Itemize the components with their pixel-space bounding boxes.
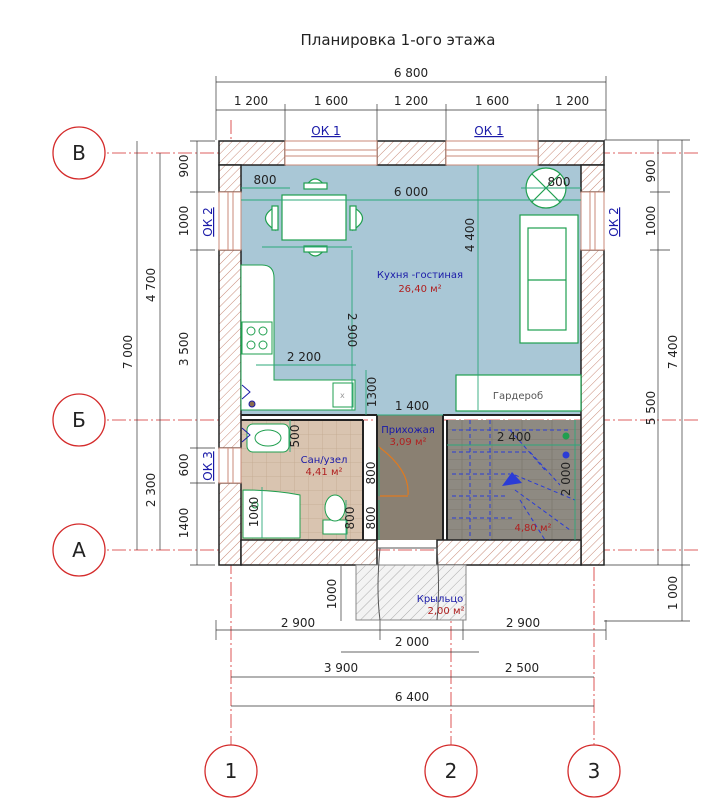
dim-bottom-2500: 2 500 [505, 661, 539, 675]
dim-bottom-total: 6 400 [395, 690, 429, 704]
boiler-icons [241, 384, 256, 443]
dim-int-1400: 1 400 [395, 399, 429, 413]
dim-int-800-top: 800 [254, 173, 277, 187]
dim-right-1000: 1000 [644, 206, 658, 237]
dim-bottom-2000: 2 000 [395, 635, 429, 649]
dimension-lines [136, 76, 690, 707]
dim-bottom-2900-right: 2 900 [506, 616, 540, 630]
dim-right-outer: 7 400 [666, 335, 680, 369]
dim-int-2900: 2 900 [345, 313, 359, 347]
dim-right-5500: 5 500 [644, 391, 658, 425]
interior-dimension-lines [241, 165, 581, 540]
stair-arrow [502, 472, 522, 486]
svg-text:2: 2 [445, 759, 458, 783]
dim-int-1000-bath: 1000 [247, 497, 261, 528]
wardrobe: Гардероб [455, 374, 582, 412]
stair-marker-green [562, 432, 570, 440]
porch [355, 564, 467, 621]
svg-text:Гардероб: Гардероб [493, 391, 543, 402]
svg-text:А: А [72, 538, 86, 562]
dim-top-seg-4: 1 600 [475, 94, 509, 108]
dim-top-seg-1: 1 200 [234, 94, 268, 108]
kitchen-counter [240, 264, 356, 411]
axis-bubble-B: Б [52, 393, 106, 447]
toilet-icon [322, 494, 348, 535]
sofa-icon [519, 214, 579, 344]
dim-int-800-hall1: 800 [364, 462, 378, 485]
axis-bubble-V: В [52, 126, 106, 180]
axis-bubble-3: 3 [567, 744, 621, 798]
plan-title: Планировка 1-ого этажа [301, 31, 496, 49]
door-swing [378, 446, 409, 497]
dining-table [264, 178, 364, 257]
room-name-kitchen: Кухня -гостиная [377, 270, 463, 281]
window-label-ok1-right: ОК 1 [474, 124, 503, 138]
svg-text:В: В [72, 141, 86, 165]
dim-bottom-3900: 3 900 [324, 661, 358, 675]
svg-text:Б: Б [72, 408, 86, 432]
window-label-ok2-right: ОК 2 [607, 207, 621, 236]
dim-int-800-hall2: 800 [364, 507, 378, 530]
dim-porch-left: 1000 [325, 579, 339, 610]
dim-top-seg-3: 1 200 [394, 94, 428, 108]
dim-right-porch: 1 000 [666, 576, 680, 610]
dim-int-2000: 2 000 [559, 462, 573, 496]
window-label-ok3: ОК 3 [201, 451, 215, 480]
room-name-hallway: Прихожая [381, 425, 435, 436]
dim-int-2400: 2 400 [497, 430, 531, 444]
svg-text:x: x [340, 391, 345, 400]
room-area-porch: 2,00 м² [428, 606, 465, 617]
dim-int-500: 500 [288, 425, 302, 448]
dim-top-seg-2: 1 600 [314, 94, 348, 108]
dim-left-600: 600 [177, 454, 191, 477]
interior-partitions [241, 414, 581, 540]
dim-int-800-bath: 800 [343, 507, 357, 530]
room-name-porch: Крыльцо [417, 594, 464, 605]
room-name-bathroom: Сан/узел [301, 455, 348, 466]
room-area-hallway: 3,09 м² [390, 437, 427, 448]
room-area-kitchen: 26,40 м² [398, 284, 441, 295]
stair-marker-blue [562, 451, 570, 459]
dim-left-3500: 3 500 [177, 332, 191, 366]
stove-icon [241, 321, 273, 355]
dim-left-1400: 1400 [177, 508, 191, 539]
dim-left-1000: 1000 [177, 206, 191, 237]
svg-text:3: 3 [588, 759, 601, 783]
axis-bubble-1: 1 [204, 744, 258, 798]
washbasin-icon [246, 423, 290, 453]
hallway-floor [377, 415, 443, 540]
svg-text:1: 1 [225, 759, 238, 783]
dim-left-4700: 4 700 [144, 268, 158, 302]
dim-left-900: 900 [177, 155, 191, 178]
axis-bubble-2: 2 [424, 744, 478, 798]
dim-int-4400: 4 400 [463, 218, 477, 252]
dim-top-seg-5: 1 200 [555, 94, 589, 108]
porch-door-swing [377, 547, 439, 621]
dim-left-2300: 2 300 [144, 473, 158, 507]
window-label-ok2-left: ОК 2 [201, 207, 215, 236]
shower-icon [242, 489, 301, 539]
dim-bottom-2900-left: 2 900 [281, 616, 315, 630]
axis-bubble-A: А [52, 523, 106, 577]
window-openings [218, 140, 605, 484]
window-label-ok1-left: ОК 1 [311, 124, 340, 138]
dim-int-1300: 1300 [365, 377, 379, 408]
dim-left-outer: 7 000 [121, 335, 135, 369]
room-area-bathroom: 4,41 м² [306, 467, 343, 478]
room-area-stairs: 4,80 м² [515, 523, 552, 534]
sink-icon: x [332, 382, 354, 408]
dim-top-total: 6 800 [394, 66, 428, 80]
staircase [452, 420, 576, 541]
dim-int-800-right: 800 [548, 175, 571, 189]
dim-int-2200: 2 200 [287, 350, 321, 364]
walls [218, 140, 605, 566]
dim-int-6000: 6 000 [394, 185, 428, 199]
dim-right-900: 900 [644, 160, 658, 183]
